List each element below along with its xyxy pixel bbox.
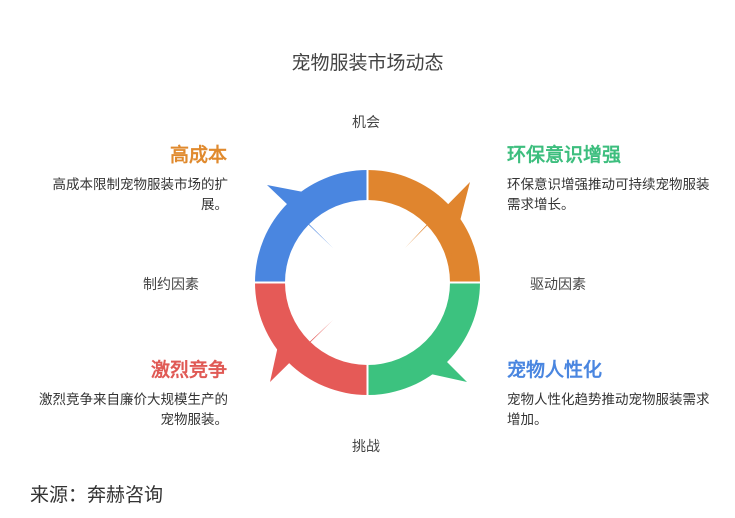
axis-label-constraints: 制约因素 [143, 277, 199, 293]
quadrant-title-pet-humanization: 宠物人性化 [507, 359, 603, 381]
quadrant-desc-intense-competition: 激烈竞争来自廉价大规模生产的宠物服装。 [39, 392, 228, 428]
quadrant-desc-eco-awareness: 环保意识增强推动可持续宠物服装需求增长。 [507, 177, 710, 213]
axis-label-drivers: 驱动因素 [530, 277, 586, 293]
quadrant-title-high-cost: 高成本 [169, 144, 227, 166]
axis-label-challenge: 挑战 [352, 439, 380, 455]
cycle-arrow-top-right [405, 182, 470, 260]
quadrant-desc-high-cost: 高成本限制宠物服装市场的扩展。 [52, 177, 229, 213]
axis-label-opportunity: 机会 [352, 115, 380, 131]
diagram-title: 宠物服装市场动态 [291, 52, 444, 74]
cycle-segment-top-left [255, 170, 368, 283]
source-note: 来源：奔赫咨询 [30, 484, 164, 506]
cycle-arrow-top-left [267, 185, 345, 248]
quadrant-title-eco-awareness: 环保意识增强 [507, 144, 622, 166]
cycle-diagram [251, 166, 484, 399]
cycle-segment-bottom-left [255, 282, 368, 395]
cycle-segment-bottom-right [367, 282, 480, 395]
cycle-segment-top-right [367, 170, 480, 283]
quadrant-title-intense-competition: 激烈竞争 [150, 359, 227, 381]
cycle-arrow-bottom-right [390, 320, 467, 382]
cycle-arrow-bottom-left [270, 305, 333, 382]
quadrant-desc-pet-humanization: 宠物人性化趋势推动宠物服装需求增加。 [507, 392, 710, 428]
